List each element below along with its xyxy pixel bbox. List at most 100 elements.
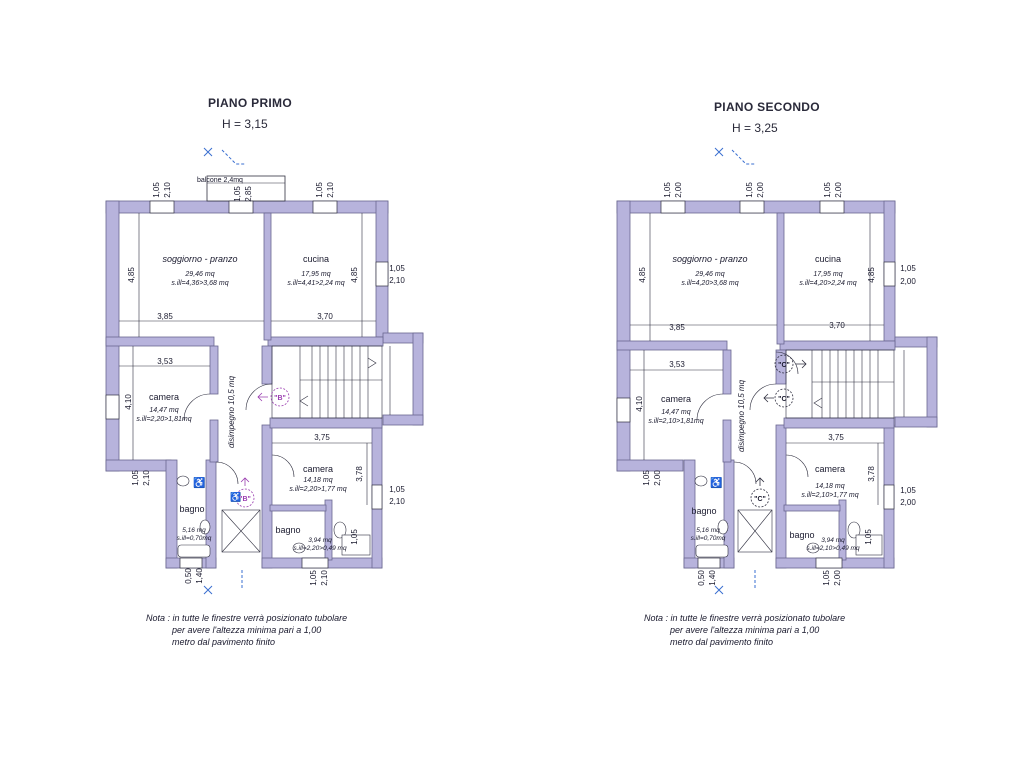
- door: [271, 454, 295, 478]
- wall: [412, 332, 424, 426]
- window-dimension: 1,05: [745, 182, 754, 198]
- wall: [616, 459, 684, 472]
- room-area: 3,94 mq: [821, 537, 845, 544]
- wall: [269, 504, 327, 512]
- window-dimension: 2,10: [163, 182, 172, 198]
- dimension-label: 3,53: [157, 357, 173, 366]
- window-dimension: 2,10: [142, 470, 151, 486]
- window-dimension: 1,05: [389, 485, 405, 494]
- window: [616, 397, 631, 423]
- dimension-label: 3,75: [314, 433, 330, 442]
- wall: [775, 424, 787, 569]
- wall: [783, 417, 895, 429]
- window: [819, 200, 845, 214]
- dimension-label: 1,05: [350, 529, 359, 545]
- window: [739, 200, 765, 214]
- note-line: per avere l'altezza minima pari a 1,00: [670, 625, 820, 635]
- window-dimension: 2,85: [244, 186, 253, 202]
- room-ratio: s.ill=2,20>1,77 mq: [289, 486, 346, 493]
- room-name: camera: [303, 464, 333, 474]
- dimension-label: 3,78: [867, 466, 876, 482]
- dimension-label: 3,78: [355, 466, 364, 482]
- wall: [165, 459, 178, 569]
- balcony: [206, 175, 286, 202]
- note-line: Nota : in tutte le finestre verrà posizi…: [644, 613, 846, 623]
- room-name: soggiorno - pranzo: [162, 254, 237, 264]
- floor-plan-first: PIANO PRIMO H = 3,15: [105, 96, 424, 647]
- marker-label: "B": [239, 496, 251, 503]
- window: [149, 200, 175, 214]
- wall: [722, 419, 732, 463]
- note-line: metro dal pavimento finito: [670, 637, 774, 647]
- window-dimension: 0,50: [184, 568, 193, 584]
- floor-plan-second: PIANO SECONDO H = 3,25: [512, 0, 1024, 768]
- sink: [176, 475, 190, 487]
- floor-plan-drawing: ♿ ♿ balcone 2,4mq soggiorno - pranzo 29,…: [105, 147, 424, 595]
- wall: [783, 504, 841, 512]
- room-name: bagno: [275, 525, 300, 535]
- room-area: 29,46 mq: [184, 271, 214, 278]
- window-dimension: 1,05: [309, 570, 318, 586]
- window: [105, 394, 120, 420]
- room-area: 5,16 mq: [696, 527, 720, 534]
- window-dimension: 1,05: [822, 570, 831, 586]
- room-ratio: s.ill=2,10>0,49 mq: [806, 545, 860, 552]
- note-line: Nota : in tutte le finestre verrà posizi…: [146, 613, 348, 623]
- window-dimension: 2,00: [674, 182, 683, 198]
- window: [301, 557, 329, 569]
- dimension-label: 3,85: [669, 323, 685, 332]
- wall: [105, 336, 215, 347]
- wall: [267, 336, 384, 347]
- wall: [105, 200, 120, 472]
- room-area: 17,95 mq: [813, 271, 842, 278]
- wall: [269, 417, 383, 429]
- marker-b: [270, 387, 290, 407]
- plan-height: H = 3,25: [732, 121, 778, 135]
- wall: [263, 212, 272, 341]
- window: [228, 200, 254, 214]
- wall: [926, 336, 938, 428]
- marker-label: "B": [274, 395, 286, 402]
- room-ratio: s.ill=2,10>1,81mq: [648, 418, 703, 425]
- accessibility-icon: ♿: [710, 476, 722, 489]
- marker-b: [235, 488, 255, 508]
- floor-plan-drawing: ♿ soggiorno - pranzo 29,46 mq s.ill=4,20…: [616, 147, 938, 595]
- toilet: [717, 519, 729, 535]
- dimension-label: 3,70: [829, 321, 845, 330]
- arrow-up-icon: [755, 477, 765, 486]
- plan-height: H = 3,15: [222, 117, 268, 131]
- wall: [324, 499, 333, 561]
- marker-c: [774, 388, 794, 408]
- window: [697, 557, 721, 569]
- sink: [694, 475, 708, 487]
- marker-label: "C": [754, 496, 766, 503]
- wall: [779, 340, 896, 351]
- wall: [261, 345, 273, 385]
- window-dimension: 1,05: [315, 182, 324, 198]
- door: [785, 454, 809, 478]
- window-dimension: 1,40: [195, 568, 204, 584]
- section-marker-icon: [714, 585, 724, 595]
- room-name: camera: [815, 464, 845, 474]
- sink: [806, 542, 820, 554]
- arrow-right-icon: [796, 359, 807, 369]
- marker-label: "C": [778, 362, 790, 369]
- room-area: 14,47 mq: [149, 407, 178, 414]
- wall: [616, 200, 631, 472]
- toilet: [199, 519, 211, 535]
- room-name: cucina: [815, 254, 841, 264]
- wall: [105, 459, 172, 472]
- window-dimension: 1,05: [823, 182, 832, 198]
- room-area: 3,94 mq: [308, 537, 332, 544]
- wall: [261, 424, 273, 569]
- window: [660, 200, 686, 214]
- room-area: 5,16 mq: [182, 527, 206, 534]
- door: [183, 393, 211, 421]
- dimension-label: 1,05: [864, 529, 873, 545]
- staircase: [271, 345, 391, 419]
- room-name: cucina: [303, 254, 329, 264]
- dimension-label: 3,75: [828, 433, 844, 442]
- room-area: 14,18 mq: [815, 483, 844, 490]
- window-dimension: 2,00: [653, 470, 662, 486]
- window-dimension: 2,00: [833, 570, 842, 586]
